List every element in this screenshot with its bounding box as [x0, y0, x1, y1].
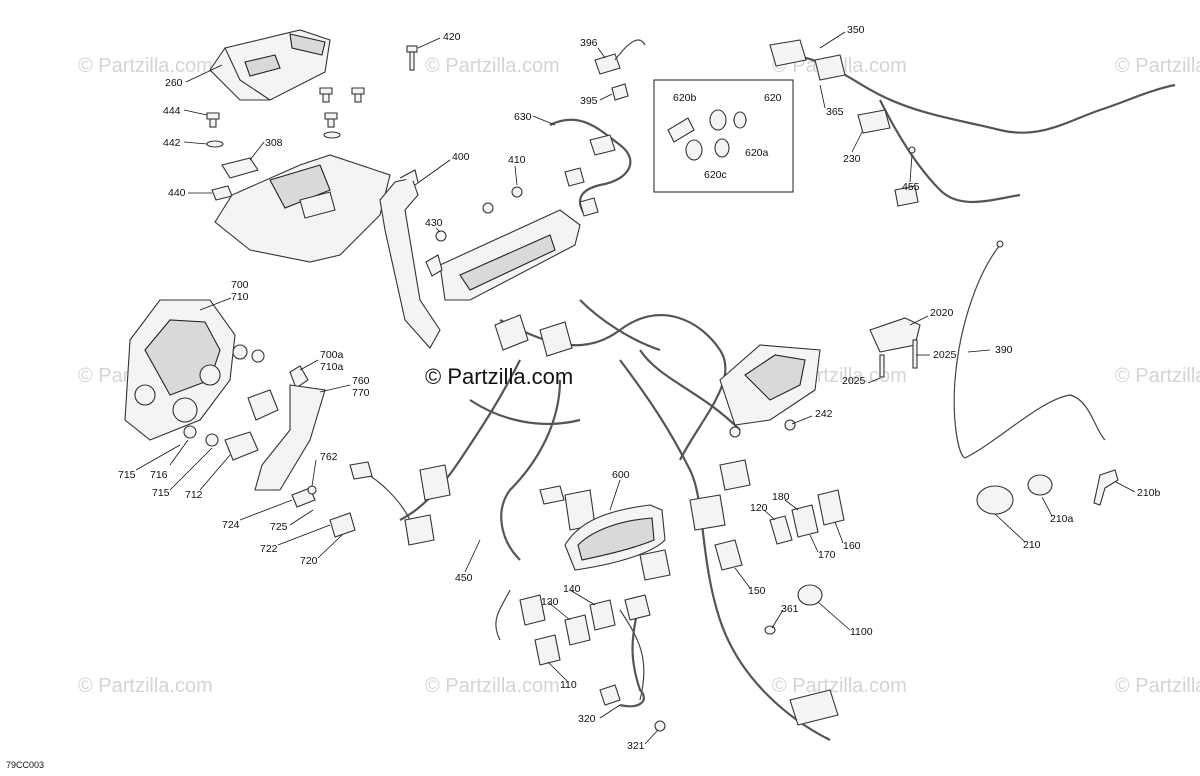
- callout-430[interactable]: 430: [425, 217, 443, 229]
- callout-710[interactable]: 710: [231, 291, 249, 303]
- part-600-display[interactable]: [564, 504, 666, 571]
- callout-444[interactable]: 444: [163, 105, 181, 117]
- watermark-text: © Partzilla.com: [1115, 675, 1200, 697]
- callout-762[interactable]: 762: [320, 451, 338, 463]
- callout-770[interactable]: 770: [352, 387, 370, 399]
- callout-420[interactable]: 420: [443, 31, 461, 43]
- part-2020-sensor[interactable]: [869, 317, 921, 378]
- callout-210a[interactable]: 210a: [1050, 513, 1074, 525]
- part-430-grommet[interactable]: [425, 230, 447, 277]
- callout-170[interactable]: 170: [818, 549, 836, 561]
- watermark-text: © Partzilla.com: [425, 675, 560, 697]
- part-420-bolt[interactable]: [406, 45, 418, 71]
- part-390-cable[interactable]: [953, 240, 1106, 459]
- callout-620a[interactable]: 620a: [745, 147, 769, 159]
- part-396-connector[interactable]: [594, 39, 646, 101]
- part-main-harness[interactable]: [349, 299, 839, 741]
- callout-442[interactable]: 442: [163, 137, 181, 149]
- part-switches[interactable]: [534, 489, 845, 666]
- callout-440[interactable]: 440: [168, 187, 186, 199]
- callout-620b[interactable]: 620b: [673, 92, 697, 104]
- watermark-text: © Partzilla.com: [78, 675, 213, 697]
- callout-715[interactable]: 715: [152, 487, 170, 499]
- callout-labels: 420 396 350 260 444 442 308 440 395 630 …: [118, 24, 1161, 752]
- part-620-inset: [653, 79, 794, 193]
- callout-242[interactable]: 242: [815, 408, 833, 420]
- watermark-text: © Partzilla.com: [78, 55, 213, 77]
- callout-320[interactable]: 320: [578, 713, 596, 725]
- callout-722[interactable]: 722: [260, 543, 278, 555]
- callout-760[interactable]: 760: [352, 375, 370, 387]
- watermark-text: © Partzilla.com: [1115, 55, 1200, 77]
- part-760-bracket[interactable]: [224, 365, 356, 538]
- callout-180[interactable]: 180: [772, 491, 790, 503]
- callout-395[interactable]: 395: [580, 95, 598, 107]
- callout-2025[interactable]: 2025: [933, 349, 957, 361]
- callout-712[interactable]: 712: [185, 489, 203, 501]
- callout-110[interactable]: 110: [560, 679, 577, 691]
- callout-725[interactable]: 725: [270, 521, 288, 533]
- callout-130[interactable]: 130: [541, 596, 559, 608]
- part-410-plate[interactable]: [439, 186, 581, 301]
- part-700-headlight[interactable]: [124, 299, 265, 447]
- callout-630[interactable]: 630: [514, 111, 532, 123]
- part-400-bracket[interactable]: [379, 169, 441, 349]
- part-630-harness[interactable]: [549, 118, 632, 217]
- callout-120[interactable]: 120: [750, 502, 768, 514]
- callout-410[interactable]: 410: [508, 154, 526, 166]
- callout-390[interactable]: 390: [995, 344, 1013, 356]
- watermark-text: © Partzilla.com: [425, 55, 560, 77]
- callout-710a[interactable]: 710a: [320, 361, 344, 373]
- callout-1100[interactable]: 1100: [850, 626, 873, 638]
- callout-321[interactable]: 321: [627, 740, 645, 752]
- callout-365[interactable]: 365: [826, 106, 844, 118]
- callout-350[interactable]: 350: [847, 24, 865, 36]
- part-350-harness[interactable]: [769, 39, 1176, 207]
- watermark-text: © Partzilla.com: [772, 675, 907, 697]
- callout-210[interactable]: 210: [1023, 539, 1041, 551]
- watermark-text: © Partzilla.com: [1115, 365, 1200, 387]
- leader-lines: [135, 31, 1136, 745]
- callout-400[interactable]: 400: [452, 151, 470, 163]
- callout-716[interactable]: 716: [150, 469, 168, 481]
- callout-260[interactable]: 260: [165, 77, 183, 89]
- part-320-harness[interactable]: [599, 594, 666, 732]
- diagram-code: 79CC003: [6, 760, 44, 770]
- callout-308[interactable]: 308: [265, 137, 283, 149]
- callout-450[interactable]: 450: [455, 572, 473, 584]
- callout-150[interactable]: 150: [748, 585, 766, 597]
- callout-724[interactable]: 724: [222, 519, 240, 531]
- part-308-tray[interactable]: [214, 154, 391, 263]
- callout-361[interactable]: 361: [781, 603, 799, 615]
- part-242-module[interactable]: [719, 344, 821, 438]
- callout-700[interactable]: 700: [231, 279, 249, 291]
- callout-160[interactable]: 160: [843, 540, 861, 552]
- watermark-layer: © Partzilla.com © Partzilla.com © Partzi…: [78, 55, 1200, 697]
- callout-620[interactable]: 620: [764, 92, 782, 104]
- callout-720[interactable]: 720: [300, 555, 318, 567]
- callout-230[interactable]: 230: [843, 153, 861, 165]
- callout-620c[interactable]: 620c: [704, 169, 727, 181]
- partzilla-watermark-main: © Partzilla.com: [425, 364, 573, 389]
- callout-2020[interactable]: 2020: [930, 307, 954, 319]
- callout-140[interactable]: 140: [563, 583, 581, 595]
- callout-210b[interactable]: 210b: [1137, 487, 1161, 499]
- callout-700a[interactable]: 700a: [320, 349, 344, 361]
- part-260-cover[interactable]: [209, 29, 331, 101]
- callout-715[interactable]: 715: [118, 469, 136, 481]
- callout-2025[interactable]: 2025: [842, 375, 866, 387]
- callout-455[interactable]: 455: [902, 181, 920, 193]
- callout-396[interactable]: 396: [580, 37, 598, 49]
- callout-600[interactable]: 600: [612, 469, 630, 481]
